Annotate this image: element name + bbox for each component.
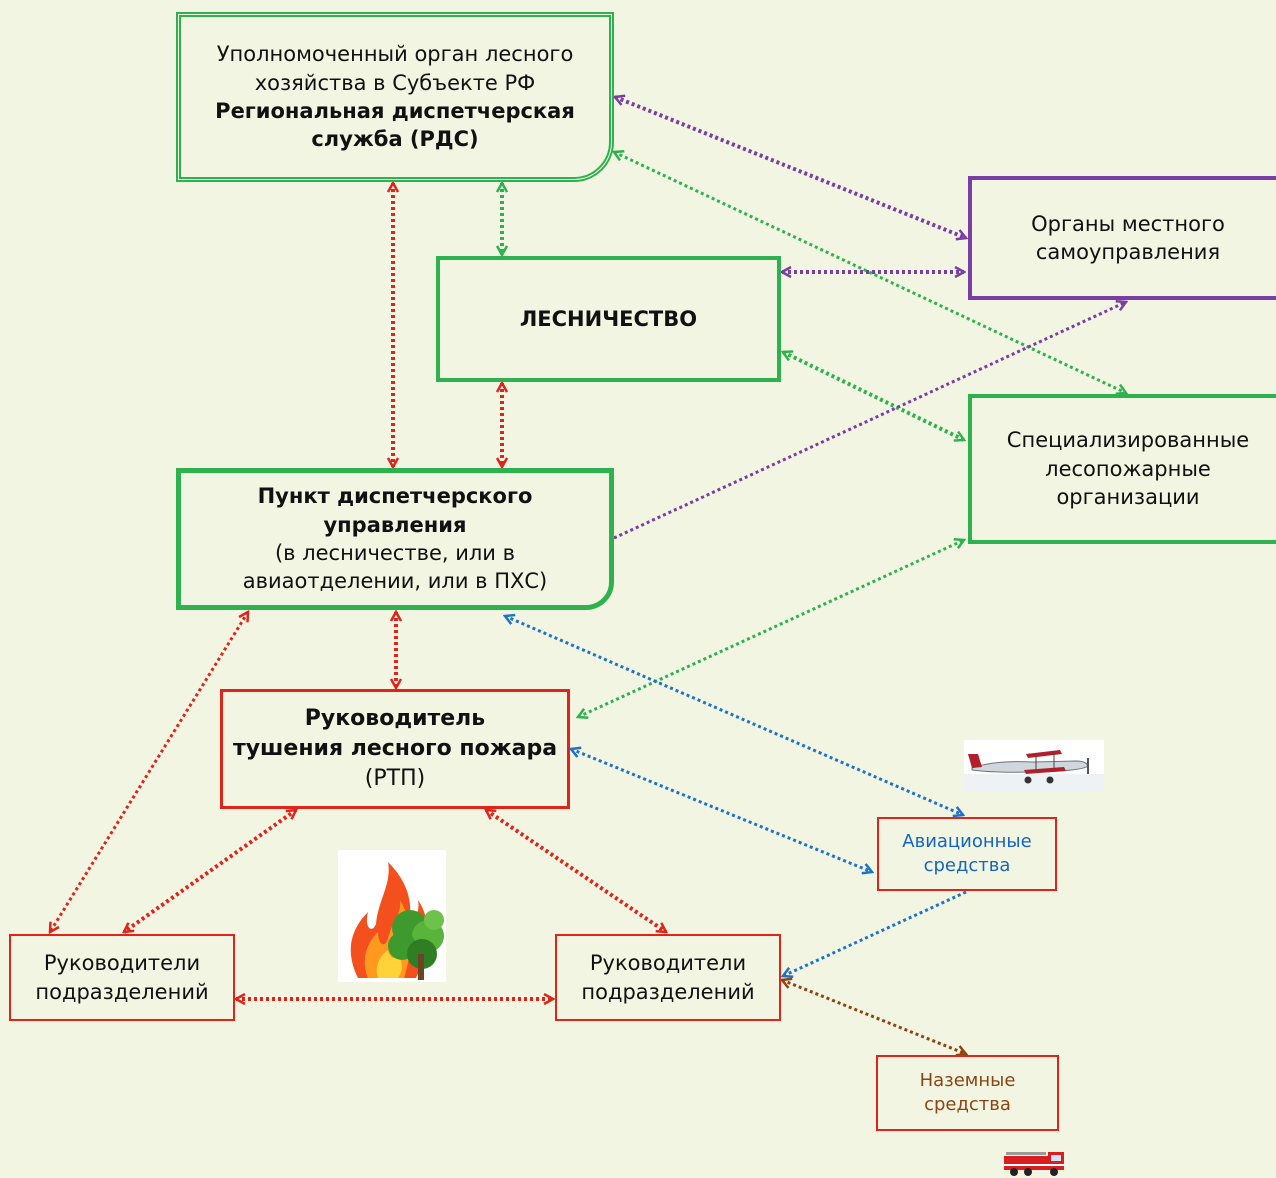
forestry-label: ЛЕСНИЧЕСТВО: [519, 306, 698, 331]
edge-unitright-ground: [782, 980, 966, 1054]
special-orgs-line-1: Специализированные: [1006, 428, 1250, 453]
unit-leaders-left-box: Руководители подразделений: [9, 934, 235, 1021]
ground-line-2: средства: [924, 1094, 1011, 1115]
edge-rtp-unitleft: [124, 808, 296, 934]
local-gov-line-1: Органы местного: [1031, 211, 1225, 236]
unit-left-line-2: подразделений: [35, 979, 209, 1004]
ground-means-box: Наземные средства: [876, 1055, 1059, 1131]
regional-dispatch-service-box: Уполномоченный орган лесного хозяйства в…: [176, 12, 614, 182]
special-orgs-line-2: лесопожарные: [1045, 456, 1211, 481]
aviation-line-2: средства: [923, 855, 1011, 876]
fire-tree-icon: [338, 850, 446, 982]
specialized-fire-orgs-box: Специализированные лесопожарные организа…: [968, 394, 1276, 544]
rtp-line-1: Руководитель: [304, 706, 486, 732]
edge-dispatch-localgov: [613, 302, 1126, 540]
edge-rtp-specialorgs: [578, 540, 964, 717]
dispatch-line-2: управления: [323, 512, 467, 537]
forestry-box: ЛЕСНИЧЕСТВО: [436, 256, 781, 382]
dispatch-point-box: Пункт диспетчерского управления (в лесни…: [176, 468, 614, 610]
local-government-box: Органы местного самоуправления: [968, 176, 1276, 300]
rds-line-2: хозяйства в Субъекте РФ: [254, 70, 536, 95]
dispatch-line-3: (в лесничестве, или в: [274, 541, 516, 565]
edge-lesnichestvo-specialorgs: [783, 352, 964, 440]
rtp-line-3: (РТП): [364, 765, 426, 791]
unit-leaders-right-box: Руководители подразделений: [555, 934, 781, 1021]
unit-right-line-1: Руководители: [589, 951, 747, 976]
fire-fighting-leader-box: Руководитель тушения лесного пожара (РТП…: [220, 689, 570, 809]
dispatch-line-4: авиаотделении, или в ПХС): [242, 569, 548, 594]
edge-aviation-unitright: [783, 890, 967, 976]
edge-rtp-unitright: [486, 808, 666, 934]
edge-dispatch-unitleft: [50, 612, 248, 932]
unit-right-line-2: подразделений: [581, 979, 755, 1004]
rds-line-1: Уполномоченный орган лесного: [216, 42, 574, 67]
rtp-line-2: тушения лесного пожара: [232, 736, 558, 762]
rds-line-3: Региональная диспетчерская: [215, 99, 575, 123]
rds-line-4: служба (РДС): [311, 127, 479, 152]
local-gov-line-2: самоуправления: [1035, 240, 1221, 264]
fire-truck-icon: [1004, 1152, 1064, 1176]
edge-rtp-aviation: [571, 749, 872, 872]
unit-left-line-1: Руководители: [43, 951, 201, 976]
special-orgs-line-3: организации: [1056, 485, 1200, 510]
edge-rds-specialorgs: [614, 152, 1126, 393]
edge-rds-localgov: [615, 97, 966, 238]
airplane-icon: [964, 740, 1104, 792]
ground-line-1: Наземные: [919, 1069, 1016, 1091]
aviation-means-box: Авиационные средства: [877, 817, 1057, 891]
aviation-line-1: Авиационные: [902, 830, 1032, 852]
edge-dispatch-aviation: [505, 616, 963, 815]
dispatch-line-1: Пункт диспетчерского: [257, 484, 533, 509]
